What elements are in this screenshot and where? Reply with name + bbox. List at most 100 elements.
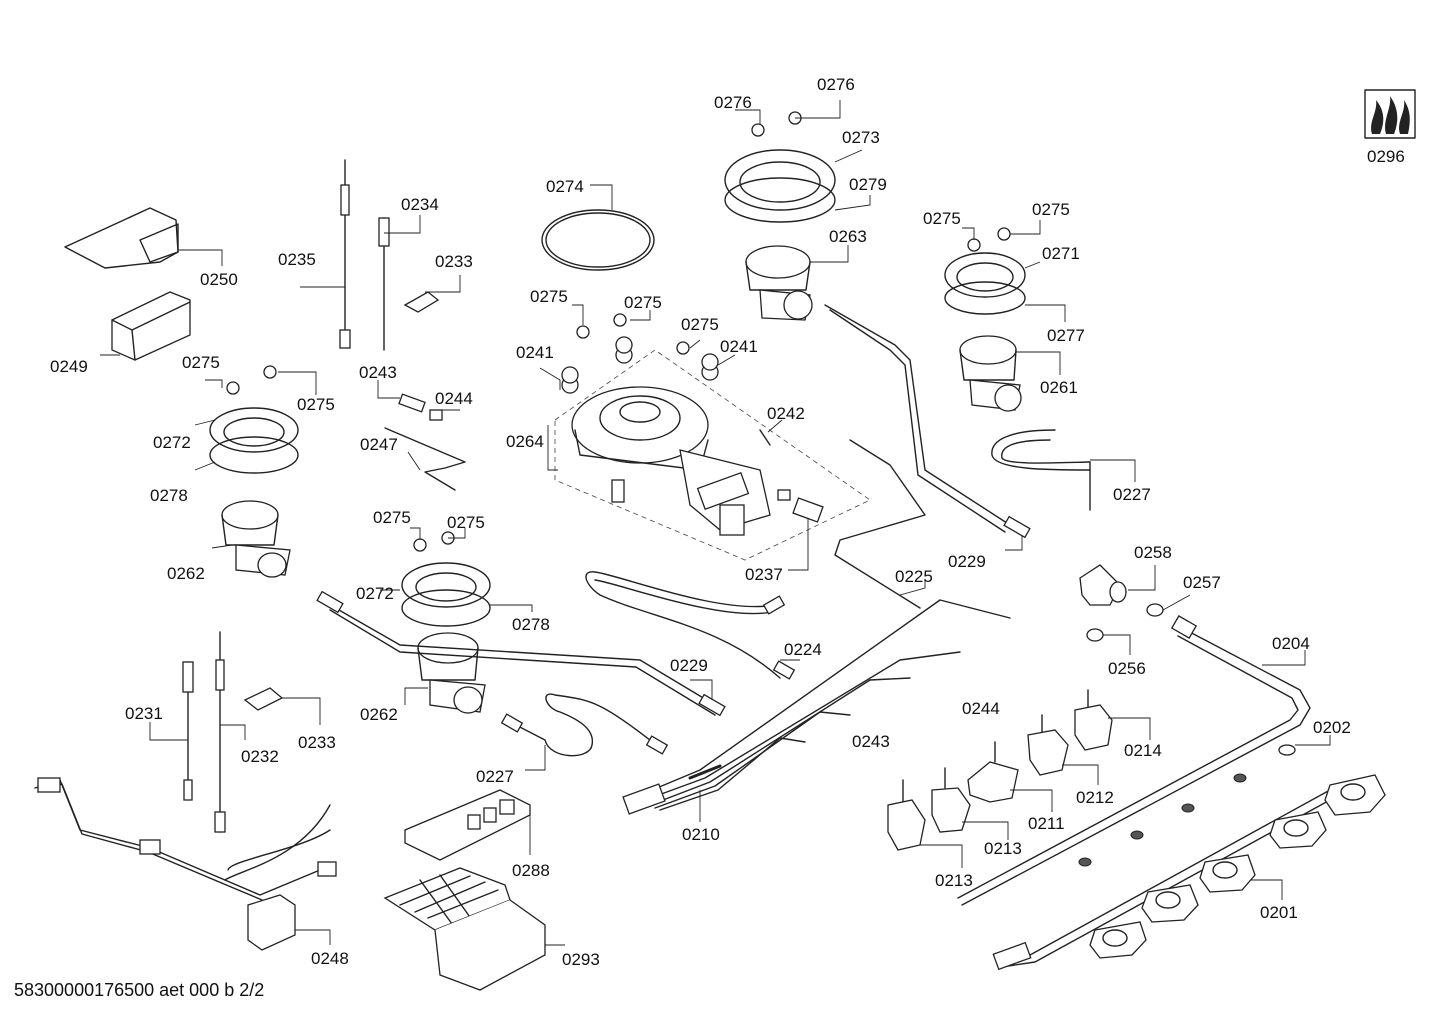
callout-0275: 0275 bbox=[182, 353, 220, 372]
burner-body-0263 bbox=[745, 245, 849, 321]
burner-cap-right bbox=[944, 220, 1066, 322]
callout-0279: 0279 bbox=[849, 175, 887, 194]
callout-0244: 0244 bbox=[962, 699, 1000, 718]
callout-0275: 0275 bbox=[530, 287, 568, 306]
washer-0202 bbox=[1278, 735, 1331, 756]
callout-0233: 0233 bbox=[435, 252, 473, 271]
callout-0249: 0249 bbox=[50, 357, 88, 376]
callout-0244: 0244 bbox=[435, 389, 473, 408]
callout-0235: 0235 bbox=[278, 250, 316, 269]
gas-pipe-0227-left bbox=[500, 693, 669, 771]
callout-0272: 0272 bbox=[356, 584, 394, 603]
gas-pipe-0229-mid bbox=[316, 590, 726, 717]
drawing-reference: 58300000176500 aet 000 b 2/2 bbox=[14, 980, 265, 1000]
callout-0225: 0225 bbox=[895, 567, 933, 586]
callout-0278: 0278 bbox=[512, 615, 550, 634]
pcb-0288 bbox=[404, 789, 531, 861]
callout-0247: 0247 bbox=[360, 435, 398, 454]
callout-0224: 0224 bbox=[784, 640, 822, 659]
callout-0275: 0275 bbox=[447, 513, 485, 532]
burner-cap-top bbox=[724, 100, 871, 223]
callout-0275: 0275 bbox=[923, 209, 961, 228]
electrode-0231 bbox=[149, 661, 194, 801]
callout-0242: 0242 bbox=[767, 404, 805, 423]
gas-pipe-0225 bbox=[834, 439, 926, 609]
dual-ring-burner-0264 bbox=[539, 304, 871, 571]
callout-0275: 0275 bbox=[1032, 200, 1070, 219]
callout-0258: 0258 bbox=[1134, 543, 1172, 562]
clip-0233 bbox=[403, 275, 461, 313]
wire-harness-0210 bbox=[622, 599, 1011, 822]
callout-0248: 0248 bbox=[311, 949, 349, 968]
callout-0274: 0274 bbox=[546, 177, 584, 196]
callout-0211: 0211 bbox=[1028, 814, 1065, 833]
callout-0237: 0237 bbox=[745, 565, 783, 584]
valve-0214 bbox=[1074, 689, 1151, 751]
callout-0234: 0234 bbox=[401, 195, 439, 214]
thermocouple-0235 bbox=[300, 159, 351, 349]
callout-0273: 0273 bbox=[842, 128, 880, 147]
washer-0256 bbox=[1086, 628, 1131, 655]
callout-labels: 0296 0276 0276 0273 0279 0263 0274 0275 … bbox=[50, 75, 1405, 969]
burner-body-0261 bbox=[959, 335, 1061, 412]
burner-body-0262-left bbox=[211, 500, 291, 578]
callout-0233: 0233 bbox=[298, 733, 336, 752]
bracket-part bbox=[64, 207, 223, 269]
callout-0261: 0261 bbox=[1040, 378, 1078, 397]
housing-0293 bbox=[383, 867, 565, 991]
valve-0211 bbox=[967, 741, 1053, 812]
valve-0213-a bbox=[931, 767, 1009, 840]
callout-0204: 0204 bbox=[1272, 634, 1310, 653]
seal-ring-0274 bbox=[541, 184, 655, 271]
burner-cap-mid bbox=[380, 527, 533, 627]
callout-0210: 0210 bbox=[682, 825, 720, 844]
callout-0256: 0256 bbox=[1108, 659, 1146, 678]
callout-0241: 0241 bbox=[516, 343, 554, 362]
valve-0212 bbox=[1027, 714, 1099, 785]
callout-0262: 0262 bbox=[167, 564, 205, 583]
valve-0213-b bbox=[887, 779, 963, 868]
callout-0276: 0276 bbox=[817, 75, 855, 94]
nozzle-0243-0244 bbox=[377, 380, 460, 421]
callout-0271: 0271 bbox=[1042, 244, 1080, 263]
callout-0213: 0213 bbox=[984, 839, 1022, 858]
callout-0243: 0243 bbox=[852, 732, 890, 751]
ignition-module bbox=[100, 291, 191, 361]
callout-0229: 0229 bbox=[670, 656, 708, 675]
callout-0214: 0214 bbox=[1124, 741, 1162, 760]
callout-0232: 0232 bbox=[241, 747, 279, 766]
burner-body-0262-mid bbox=[404, 632, 486, 714]
thermocouple-0232 bbox=[214, 631, 246, 833]
callout-0272: 0272 bbox=[153, 433, 191, 452]
elbow-connector-0258 bbox=[1079, 564, 1156, 606]
callout-0250: 0250 bbox=[200, 270, 238, 289]
callout-0202: 0202 bbox=[1313, 718, 1351, 737]
callout-0293: 0293 bbox=[562, 950, 600, 969]
callout-0201: 0201 bbox=[1260, 903, 1298, 922]
burner-cap-left bbox=[194, 365, 317, 474]
gas-pipe-0227-right bbox=[991, 429, 1136, 511]
igniter-harness-0201 bbox=[992, 773, 1386, 971]
callout-0212: 0212 bbox=[1076, 788, 1114, 807]
gas-pipe-0224 bbox=[585, 571, 800, 680]
spring-clip-0247 bbox=[384, 427, 466, 491]
callout-0278: 0278 bbox=[150, 486, 188, 505]
wiring-harness-0248 bbox=[34, 777, 337, 951]
callout-0263: 0263 bbox=[829, 227, 867, 246]
callout-0275: 0275 bbox=[373, 508, 411, 527]
callout-0264: 0264 bbox=[506, 432, 544, 451]
clip-0233-lower bbox=[243, 687, 321, 725]
callout-0262: 0262 bbox=[360, 705, 398, 724]
callout-0257: 0257 bbox=[1183, 573, 1221, 592]
callout-0276: 0276 bbox=[714, 93, 752, 112]
callout-0213: 0213 bbox=[935, 871, 973, 890]
callout-0243: 0243 bbox=[359, 363, 397, 382]
callout-0241: 0241 bbox=[720, 337, 758, 356]
gas-pipe-0229-top bbox=[824, 304, 1031, 551]
gas-rail-0204 bbox=[957, 615, 1311, 906]
callout-0227: 0227 bbox=[476, 767, 514, 786]
callout-0275: 0275 bbox=[624, 293, 662, 312]
callout-0288: 0288 bbox=[512, 861, 550, 880]
callout-0231: 0231 bbox=[125, 704, 163, 723]
